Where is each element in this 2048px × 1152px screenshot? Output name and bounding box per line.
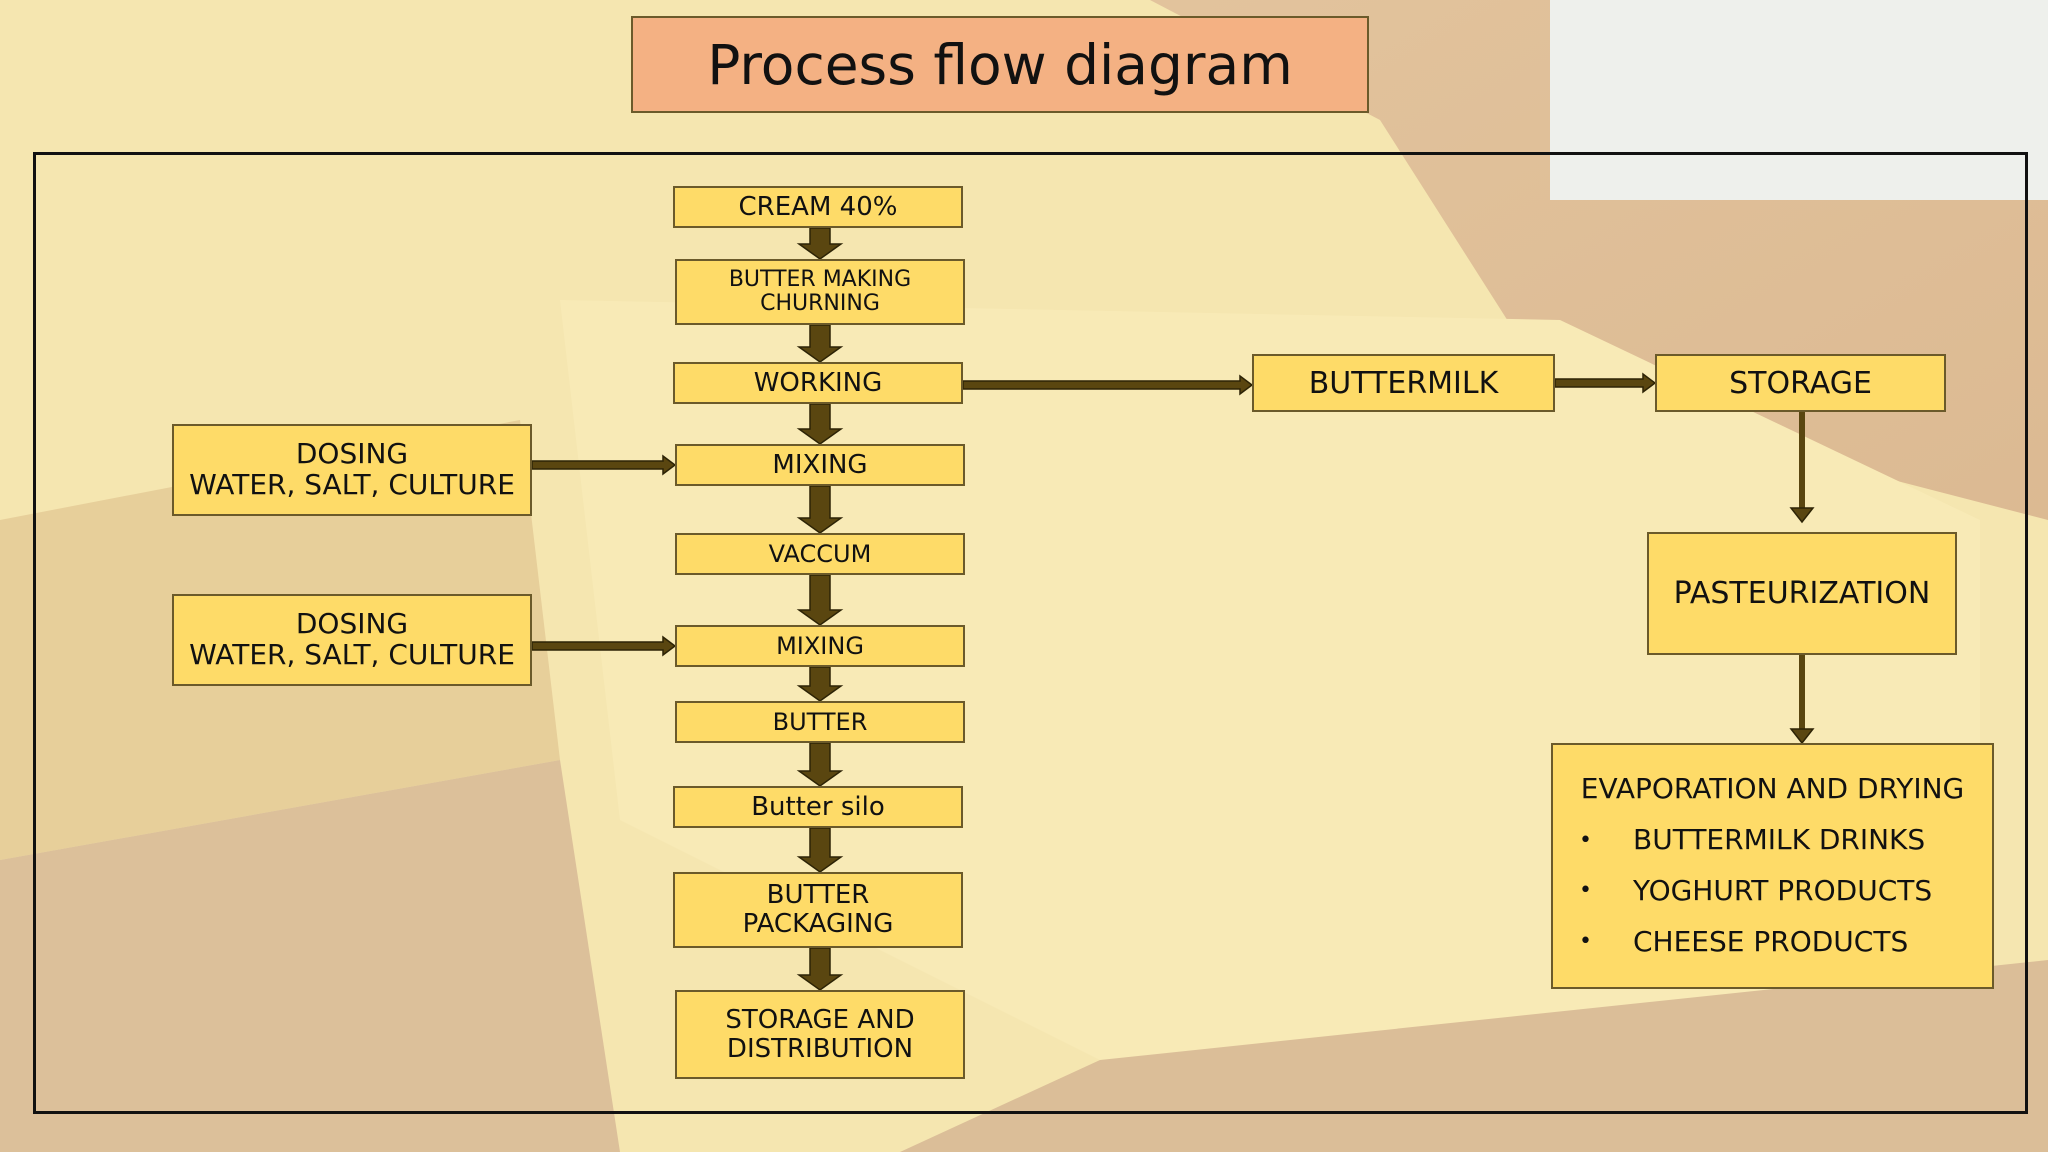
node-storage-distribution: STORAGE AND DISTRIBUTION [675, 990, 965, 1079]
node-buttermilk-label: BUTTERMILK [1308, 365, 1499, 401]
node-storage-distribution-line2: DISTRIBUTION [726, 1033, 914, 1064]
diagram-frame [33, 152, 2028, 1114]
node-pasteurization-label: PASTEURIZATION [1673, 576, 1931, 611]
node-butter-packaging: BUTTER PACKAGING [673, 872, 963, 948]
node-storage: STORAGE [1655, 354, 1946, 412]
bullet-icon: • [1579, 878, 1592, 904]
list-item: • YOGHURT PRODUCTS [1571, 874, 1974, 907]
list-item-label: CHEESE PRODUCTS [1633, 924, 1909, 958]
buttermilk-products-list: • BUTTERMILK DRINKS • YOGHURT PRODUCTS •… [1571, 823, 1974, 958]
node-mixing-2: MIXING [675, 625, 965, 667]
node-butter: BUTTER [675, 701, 965, 743]
node-dosing-1: DOSING WATER, SALT, CULTURE [172, 424, 532, 516]
node-dosing-2-line2: WATER, SALT, CULTURE [189, 638, 515, 671]
node-butter-label: BUTTER [772, 707, 868, 736]
node-vaccum: VACCUM [675, 533, 965, 575]
list-item: • BUTTERMILK DRINKS [1571, 823, 1974, 857]
node-dosing-2-line1: DOSING [295, 607, 409, 641]
node-dosing-1-line1: DOSING [295, 437, 409, 471]
node-butter-making-churning: BUTTER MAKING CHURNING [675, 259, 965, 325]
node-mixing-1-label: MIXING [772, 449, 868, 480]
node-butter-packaging-line1: BUTTER [766, 880, 870, 911]
node-dosing-2: DOSING WATER, SALT, CULTURE [172, 594, 532, 686]
node-dosing-1-line2: WATER, SALT, CULTURE [189, 468, 515, 501]
node-mixing-2-label: MIXING [776, 631, 864, 660]
node-churning-label: CHURNING [760, 291, 880, 316]
node-storage-label: STORAGE [1729, 365, 1872, 401]
list-item-label: YOGHURT PRODUCTS [1633, 874, 1933, 907]
list-item-label: BUTTERMILK DRINKS [1633, 823, 1926, 857]
list-item: • CHEESE PRODUCTS [1571, 924, 1974, 958]
node-butter-silo: Butter silo [673, 786, 963, 828]
node-vaccum-label: VACCUM [768, 539, 872, 568]
diagram-title: Process flow diagram [631, 16, 1369, 113]
evaporation-heading: EVAPORATION AND DRYING [1580, 772, 1965, 806]
node-butter-packaging-line2: PACKAGING [742, 909, 894, 939]
node-mixing-1: MIXING [675, 444, 965, 486]
node-pasteurization: PASTEURIZATION [1647, 532, 1957, 655]
node-storage-distribution-line1: STORAGE AND [725, 1004, 915, 1035]
node-evaporation-drying: EVAPORATION AND DRYING • BUTTERMILK DRIN… [1551, 743, 1994, 989]
node-buttermilk: BUTTERMILK [1252, 354, 1555, 412]
node-butter-making-label: BUTTER MAKING [728, 266, 912, 292]
node-cream: CREAM 40% [673, 186, 963, 228]
bullet-icon: • [1579, 827, 1592, 853]
bullet-icon: • [1579, 929, 1592, 955]
node-working: WORKING [673, 362, 963, 404]
node-cream-label: CREAM 40% [738, 191, 898, 222]
node-butter-silo-label: Butter silo [751, 791, 885, 822]
node-working-label: WORKING [753, 367, 883, 398]
